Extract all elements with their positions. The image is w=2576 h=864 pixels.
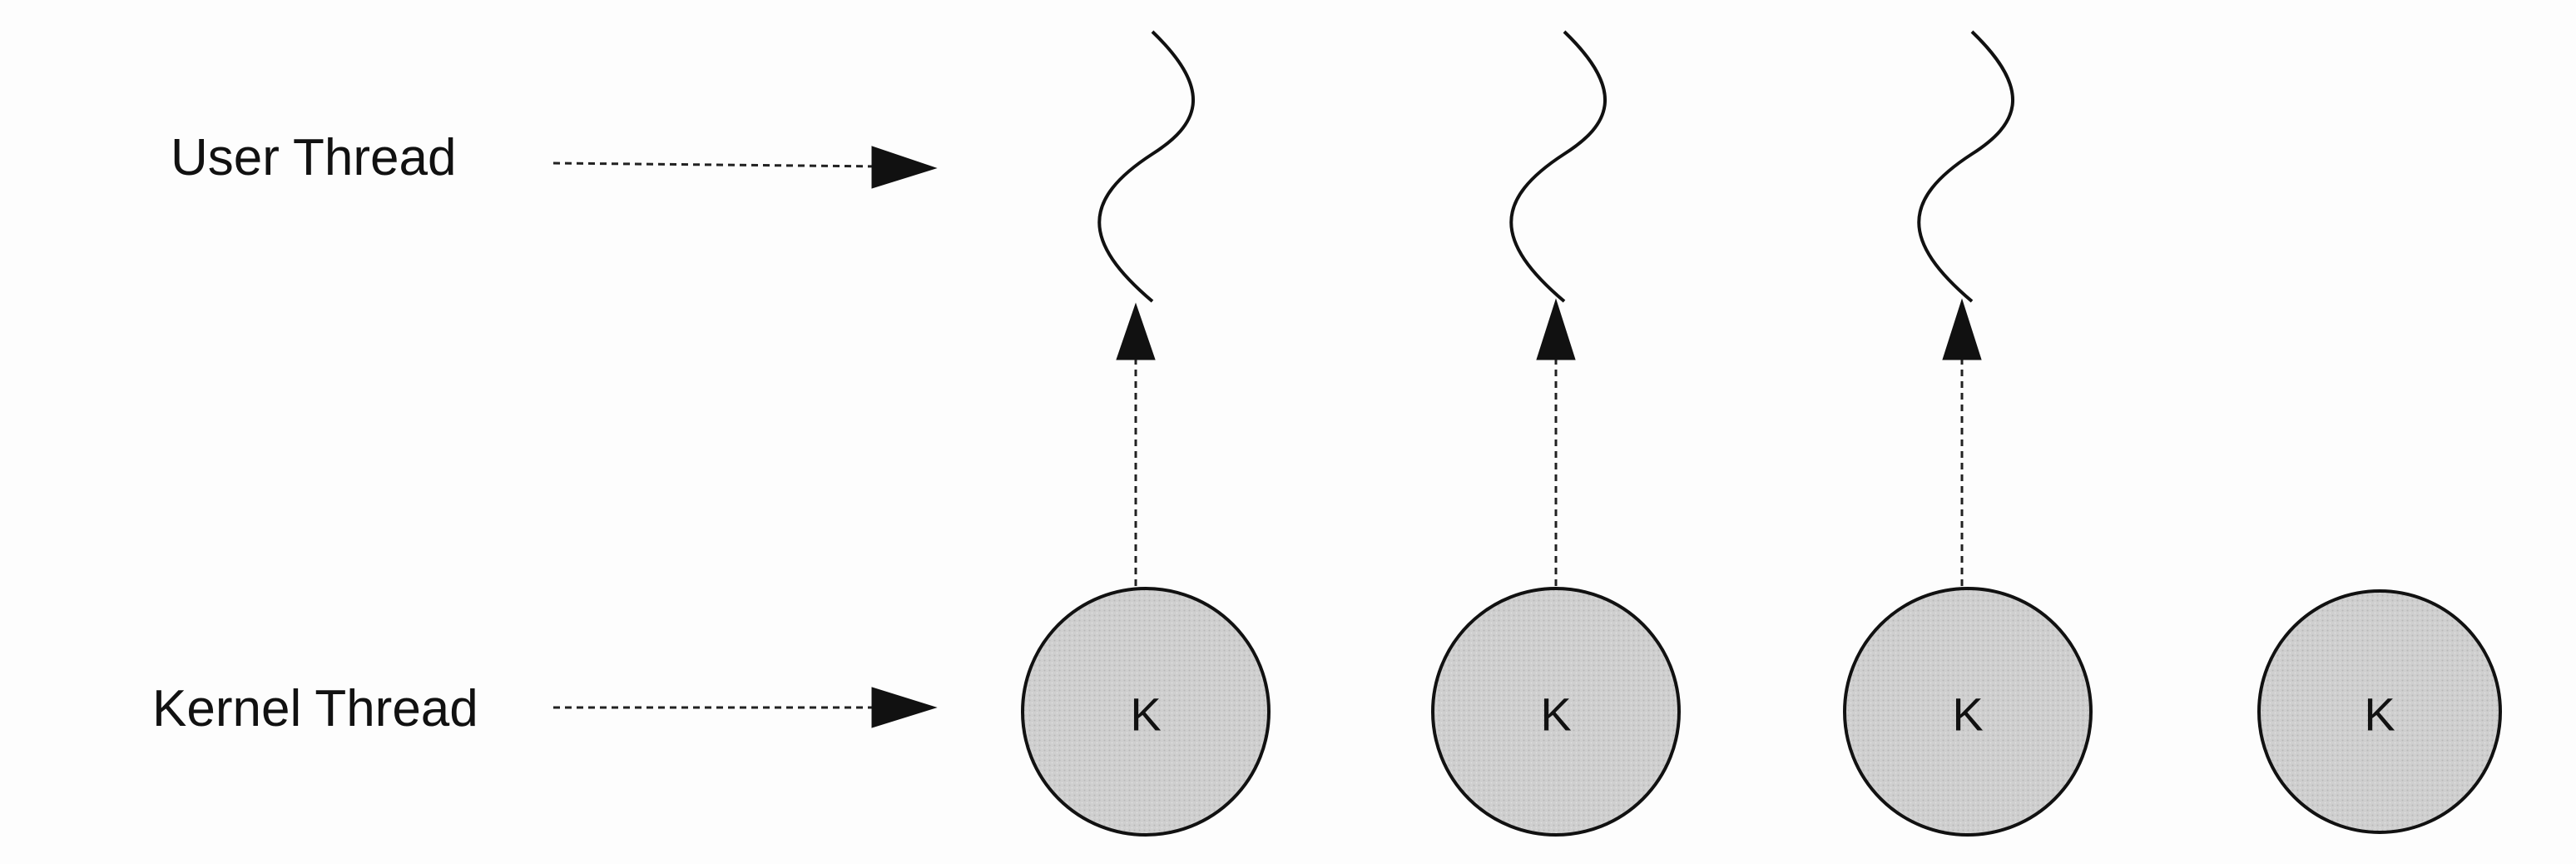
user-thread-1	[1097, 30, 1196, 303]
kernel-thread-pointer-arrow	[553, 687, 938, 728]
user-thread-2	[1509, 30, 1608, 303]
kernel-thread-node-4: K	[2257, 589, 2502, 834]
kernel-thread-node-2: K	[1431, 587, 1681, 837]
kernel-thread-node-1: K	[1021, 587, 1271, 837]
user-thread-pointer-arrow	[552, 146, 938, 189]
mapping-arrow-2	[1536, 298, 1576, 591]
mapping-arrow-3	[1942, 298, 1982, 591]
kernel-thread-label: Kernel Thread	[152, 680, 478, 737]
kernel-node-label: K	[2364, 688, 2395, 741]
kernel-node-label: K	[1952, 688, 1983, 741]
user-thread-label: User Thread	[171, 129, 456, 186]
kernel-thread-node-3: K	[1843, 587, 2093, 837]
user-thread-3	[1917, 30, 2015, 303]
mapping-arrow-1	[1116, 302, 1156, 591]
kernel-node-label: K	[1130, 688, 1161, 741]
kernel-node-label: K	[1540, 688, 1571, 741]
